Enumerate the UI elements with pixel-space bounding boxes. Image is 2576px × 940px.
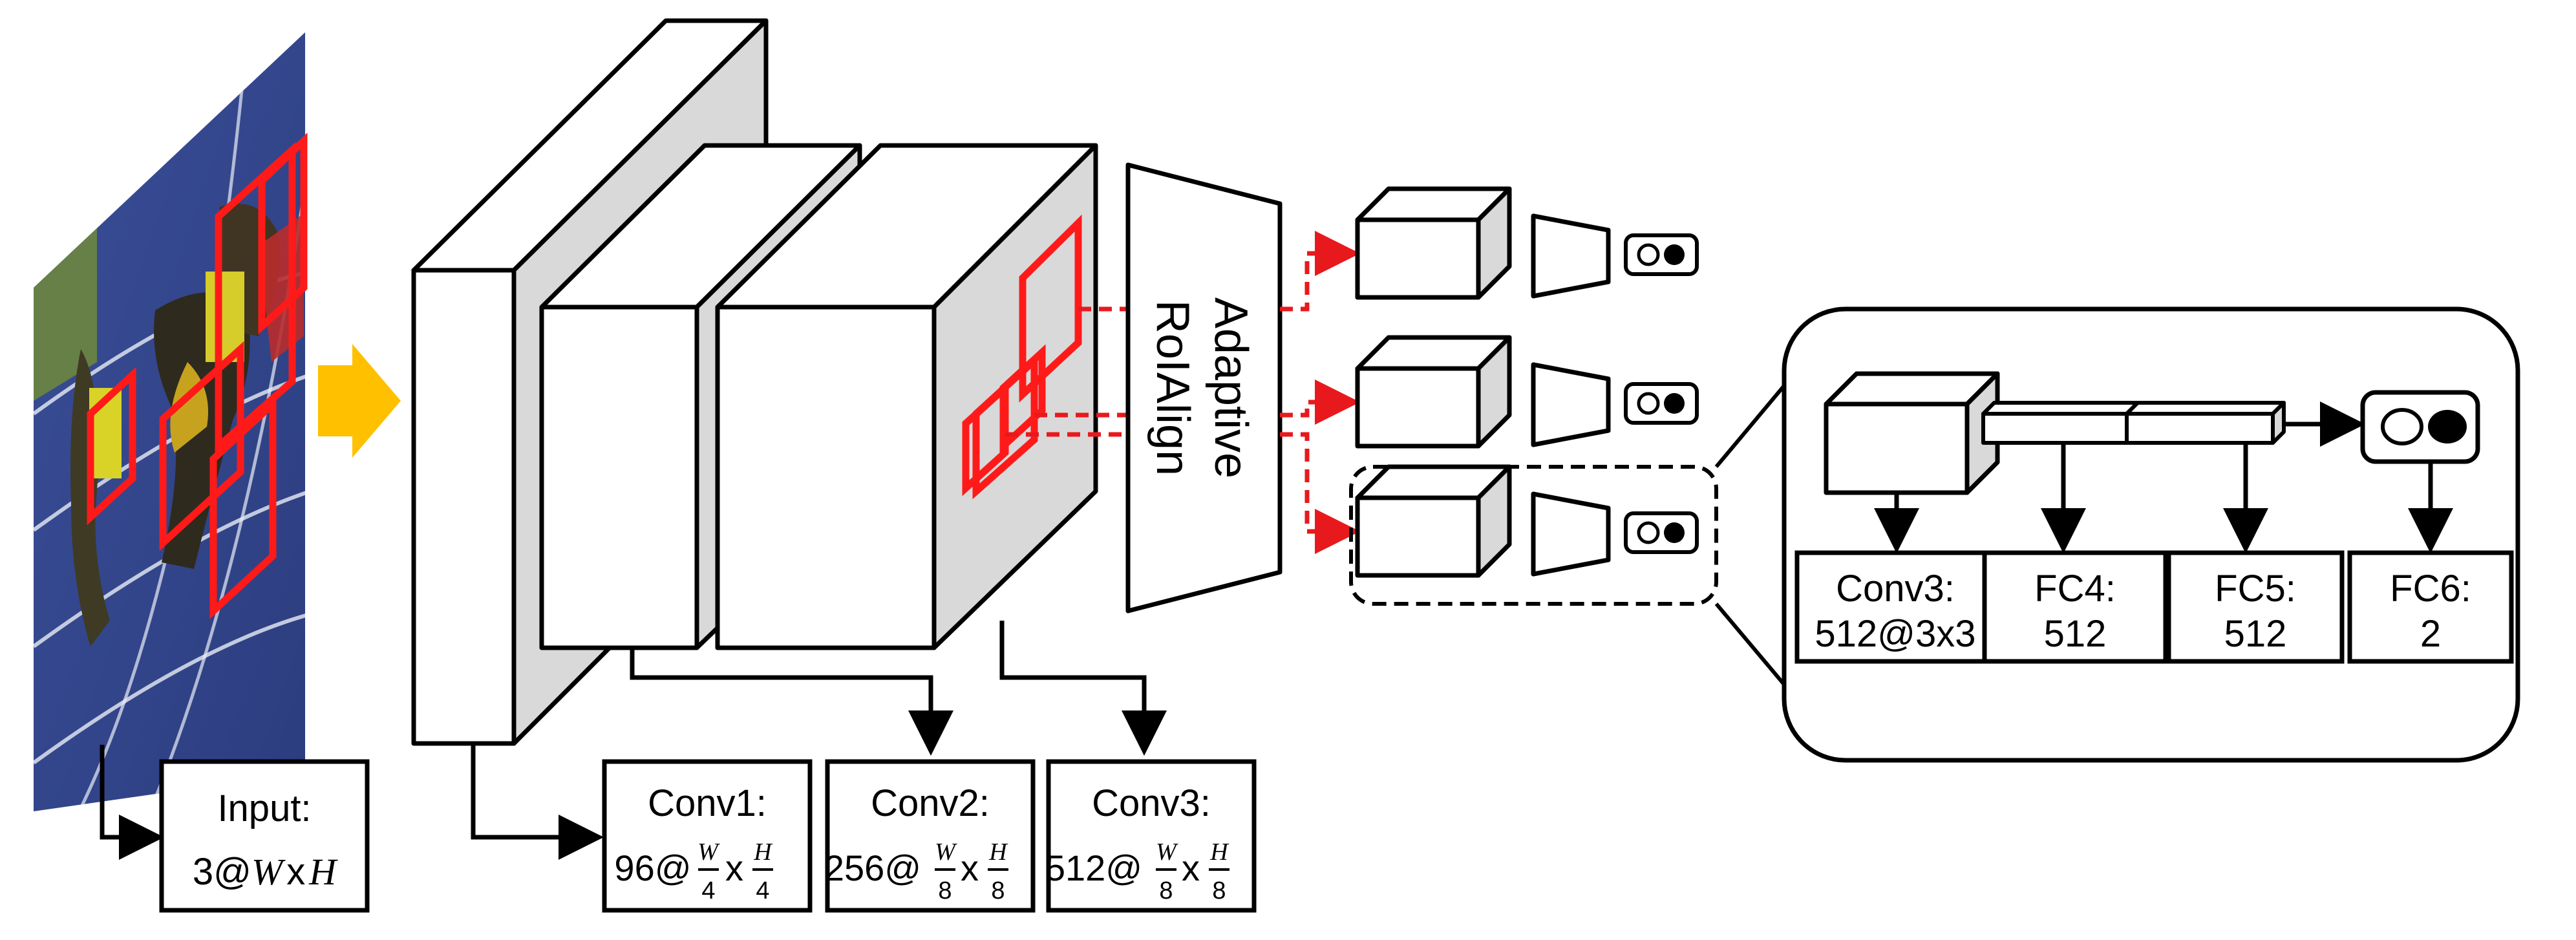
conv2-label-box: Conv2: 256@ W 8 x H 8 [824,759,1036,913]
conv3-label-title: Conv3: [1092,782,1211,824]
branch-output-icon [1624,382,1699,425]
conv3-front-face [715,304,937,650]
detail-conv3-cube [1824,371,2000,495]
detail-fc6-output-icon [2360,390,2480,464]
svg-text:x: x [1182,848,1200,888]
branch-2 [1355,335,1699,449]
svg-text:W: W [697,839,720,866]
selected-branch-highlight [1349,465,1718,606]
conv1-label-box: Conv1: 96@ W 4 x H 4 [602,759,813,913]
detail-fc5-title: FC5: [2215,568,2296,610]
roialign-label-line1: Adaptive [1205,297,1257,478]
adaptive-roialign-block: Adaptive RoIAlign [1125,162,1283,614]
detail-conv3-value: 512@3x3 [1815,613,1975,655]
conv2-label-arrow [630,648,953,756]
conv1-label-arrow [471,743,604,860]
svg-text:H: H [753,839,773,866]
conv3-label-arrow [999,621,1167,756]
branch-output-icon [1624,233,1699,276]
detail-fc4-title: FC4: [2034,568,2116,610]
branch-detail-panel: Conv3: 512@3x3 FC4: 512 FC5: 512 FC6: 2 [1782,306,2520,763]
branch-cube [1355,335,1512,449]
svg-text:8: 8 [991,877,1005,904]
image-roi-boxes [87,133,308,619]
conv1-front-face [411,268,516,746]
detail-fc5-value: 512 [2224,613,2287,655]
branch-3 [1355,464,1699,578]
conv3-block [715,143,1098,650]
svg-text:8: 8 [1159,877,1173,904]
branch-fc-trapezoid [1531,213,1611,299]
svg-text:x: x [725,848,743,888]
detail-fc4-value: 512 [2044,613,2107,655]
conv3-label-box: Conv3: 512@ W 8 x H 8 [1045,759,1257,913]
detail-fc5-bar [2125,401,2286,445]
roialign-label-line2: RoIAlign [1147,300,1198,476]
conv2-label-prefix: 256@ [824,848,921,888]
branch-fc-trapezoid [1531,491,1611,577]
svg-text:8: 8 [1212,877,1226,904]
roialign-fanout-arrows [1280,231,1360,554]
conv2-front-face [539,304,699,650]
svg-text:H: H [988,839,1008,866]
detail-fc4-bar [1981,401,2140,445]
roi-feature-connectors [1005,306,1128,437]
svg-text:8: 8 [938,877,952,904]
conv1-label-prefix: 96@ [614,848,691,888]
detail-fc6-title: FC6: [2390,568,2471,610]
detail-fc6-value: 2 [2420,613,2441,655]
input-flow-arrow-icon [318,344,401,458]
branch-cube [1355,464,1512,578]
input-label-title: Input: [217,787,311,829]
svg-text:x: x [961,848,979,888]
featuremap-roi-boxes [962,214,1082,500]
detail-conv3-title: Conv3: [1836,568,1955,610]
conv3-label-prefix: 512@ [1045,848,1142,888]
svg-text:H: H [1209,839,1229,866]
branch-group [1355,186,1699,578]
input-label-arrow [100,745,164,860]
branch-output-icon [1624,511,1699,554]
svg-text:4: 4 [701,877,715,904]
svg-text:4: 4 [756,877,769,904]
branch-fc-trapezoid [1531,362,1611,447]
svg-text:W: W [935,839,957,866]
conv1-label-title: Conv1: [648,782,767,824]
detail-label-boxes [1794,550,2514,664]
branch-cube [1355,186,1512,300]
conv2-label-title: Conv2: [871,782,990,824]
svg-text:W: W [1156,839,1178,866]
branch-1 [1355,186,1699,300]
input-image [34,32,308,811]
